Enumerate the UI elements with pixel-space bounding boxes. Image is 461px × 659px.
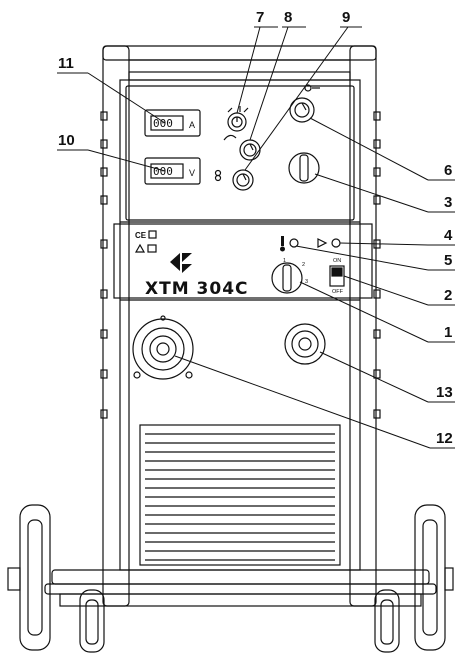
callout-6: 6 xyxy=(444,162,452,179)
callout-leaders xyxy=(57,26,455,449)
switch-on-label: ON xyxy=(333,258,341,264)
voltmeter-unit: V xyxy=(189,168,195,178)
ammeter-digits: 000 xyxy=(153,117,173,130)
cabinet xyxy=(100,79,381,571)
voltmeter-digits: 000 xyxy=(153,165,173,178)
callout-numbers: 7 8 9 11 10 6 3 4 5 2 1 13 12 xyxy=(58,9,453,447)
ammeter-display: 000 A xyxy=(144,109,201,137)
wheel-left xyxy=(7,504,51,651)
callout-3: 3 xyxy=(444,194,452,211)
knob-spot-time[interactable] xyxy=(289,84,320,123)
callout-4: 4 xyxy=(444,227,453,244)
trolley-base xyxy=(44,569,437,607)
knob-inductance[interactable] xyxy=(214,169,254,191)
voltmeter-display: 000 V xyxy=(144,157,201,185)
caster-left xyxy=(79,589,105,653)
wheel-right xyxy=(414,504,454,651)
caster-right xyxy=(374,589,400,653)
main-power-switch[interactable]: ON OFF xyxy=(329,258,345,295)
callout-11: 11 xyxy=(58,55,74,72)
callout-1: 1 xyxy=(444,324,452,341)
knob-burnback[interactable] xyxy=(227,106,249,132)
brand-model: XTM 304C xyxy=(145,279,249,299)
switch-off-label: OFF xyxy=(332,289,344,295)
callout-7: 7 xyxy=(256,9,264,26)
callout-9: 9 xyxy=(342,9,350,26)
callout-10: 10 xyxy=(58,132,75,149)
ce-label: CE xyxy=(134,230,157,253)
thermal-indicator xyxy=(280,236,299,252)
ce-mark: CE xyxy=(135,231,147,240)
brand-logo xyxy=(170,253,192,273)
callout-2: 2 xyxy=(444,287,452,304)
callout-13: 13 xyxy=(436,384,453,401)
callout-8: 8 xyxy=(284,9,292,26)
selector-mark-3: 3 xyxy=(305,279,308,285)
callout-12: 12 xyxy=(436,430,453,447)
ventilation-grille xyxy=(139,424,341,566)
earth-socket[interactable] xyxy=(284,323,326,365)
voltage-coarse-selector[interactable]: 1 2 3 xyxy=(271,258,308,294)
selector-mark-2: 2 xyxy=(302,262,305,268)
ammeter-unit: A xyxy=(189,120,195,130)
selector-mark-1: 1 xyxy=(283,258,286,264)
euro-torch-socket[interactable] xyxy=(132,315,194,380)
wire-feed-indicator xyxy=(317,238,341,248)
voltage-fine-selector[interactable] xyxy=(288,152,320,184)
callout-5: 5 xyxy=(444,252,452,269)
